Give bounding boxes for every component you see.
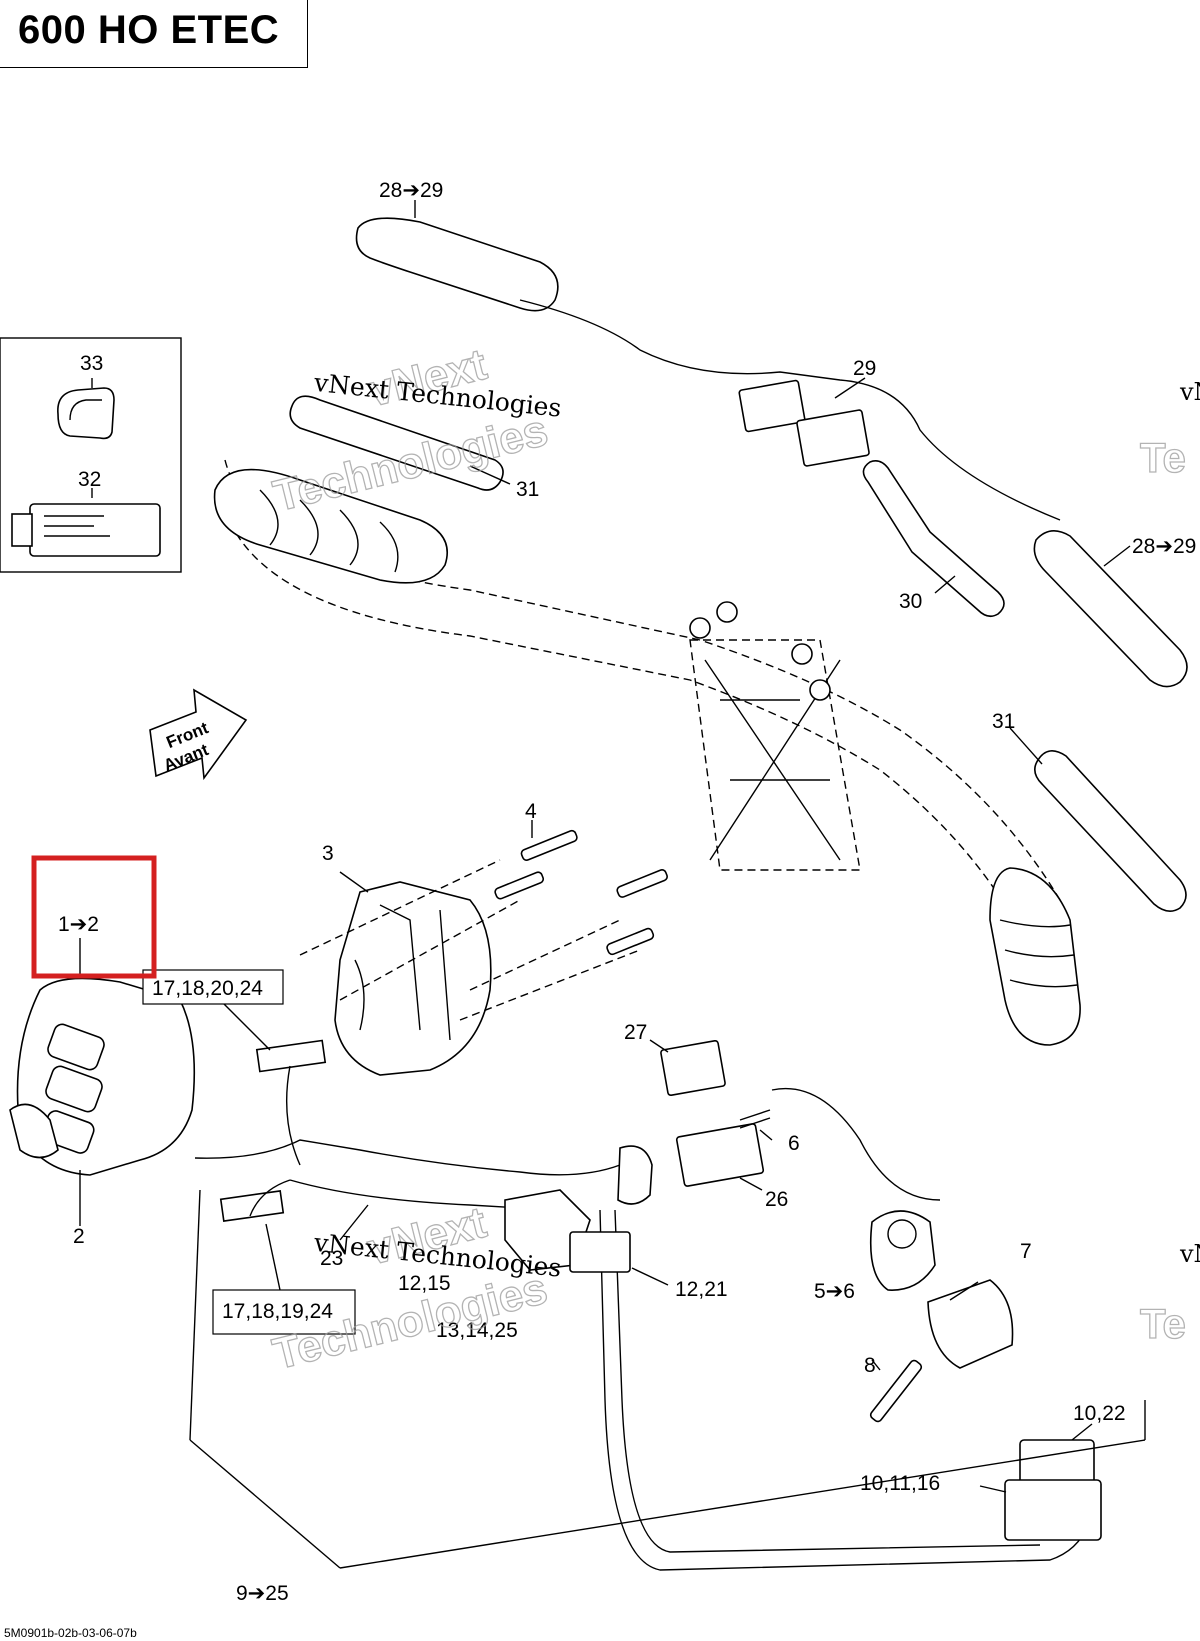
callout-1-2[interactable]: 1➔2	[58, 913, 99, 936]
callout-12-21[interactable]: 12,21	[675, 1278, 728, 1301]
callout-box-17-18-19-24	[212, 1289, 356, 1335]
clamp-bolt	[689, 617, 711, 639]
handlebar-outline	[224, 509, 1021, 931]
part-3-housing[interactable]	[334, 881, 492, 1076]
part-27-connector[interactable]	[660, 1039, 726, 1097]
part-10-box-lower[interactable]	[1004, 1479, 1102, 1541]
footer-code: 5M0901b-02b-03-06-07b	[4, 1626, 137, 1640]
clamp-bolt	[791, 643, 813, 665]
callout-13-14-25[interactable]: 13,14,25	[436, 1319, 518, 1342]
callout-8[interactable]: 8	[864, 1354, 876, 1377]
callout-12-15[interactable]: 12,15	[398, 1272, 451, 1295]
part-5-knob	[887, 1219, 917, 1249]
left-grip-pattern	[259, 489, 399, 573]
part-28-grip-heater-right[interactable]	[1033, 530, 1188, 688]
connector-wires	[249, 1065, 301, 1217]
leader-lines	[79, 200, 1146, 1569]
housing-detail	[354, 904, 451, 1041]
part-4-screw[interactable]	[606, 927, 655, 956]
connector-12-21[interactable]	[569, 1231, 631, 1273]
callout-3[interactable]: 3	[322, 842, 334, 865]
callout-17-18-20-24[interactable]: 17,18,20,24	[152, 977, 263, 1000]
inset-box	[0, 337, 182, 573]
part-5-switch[interactable]	[869, 1210, 936, 1291]
callout-28-29-right[interactable]: 28➔29	[1132, 535, 1196, 558]
part-29-connector-a[interactable]	[738, 379, 806, 433]
heater-wire	[519, 299, 1061, 521]
watermark-edge: vN Te vN Te	[1139, 378, 1200, 1348]
part-31-sleeve-right[interactable]	[1034, 750, 1187, 912]
callout-2[interactable]: 2	[73, 1225, 85, 1248]
callout-box-17-18-20-24	[142, 969, 284, 1005]
callout-32[interactable]: 32	[78, 468, 101, 491]
clamp-bolt	[716, 601, 738, 623]
part-33-detail	[69, 399, 102, 421]
front-arrow	[149, 688, 248, 781]
part-4-screw[interactable]	[520, 829, 578, 862]
part-26-connector[interactable]	[675, 1123, 765, 1187]
part-7-switch[interactable]	[927, 1279, 1014, 1369]
callout-17-18-19-24[interactable]: 17,18,19,24	[222, 1300, 333, 1323]
callout-31-right[interactable]: 31	[992, 710, 1015, 733]
callout-10-11-16[interactable]: 10,11,16	[860, 1472, 940, 1495]
left-grip[interactable]	[213, 468, 448, 584]
callout-33[interactable]: 33	[80, 352, 103, 375]
title-box: 600 HO ETEC	[0, 0, 308, 68]
clamp-bolt	[809, 679, 831, 701]
callout-27[interactable]: 27	[624, 1021, 647, 1044]
part-4-screw[interactable]	[494, 871, 545, 900]
callout-30[interactable]: 30	[899, 590, 922, 613]
svg-text:Te: Te	[1140, 1300, 1186, 1347]
callout-5-6[interactable]: 5➔6	[814, 1280, 855, 1303]
svg-text:Te: Te	[1140, 434, 1186, 481]
harness-main	[599, 1209, 1091, 1571]
throttle-lever	[9, 1103, 59, 1159]
diagram-title: 600 HO ETEC	[18, 8, 280, 52]
callout-28-29-top[interactable]: 28➔29	[379, 179, 443, 202]
part-6-pins	[739, 1109, 771, 1129]
part-4-screw[interactable]	[616, 869, 668, 899]
callout-29[interactable]: 29	[853, 357, 876, 380]
part-33-grip-end[interactable]	[57, 387, 115, 440]
part-32-tube[interactable]	[29, 503, 161, 557]
switch-button[interactable]	[44, 1064, 104, 1114]
callout-6[interactable]: 6	[788, 1132, 800, 1155]
harness-main	[614, 1209, 1041, 1553]
right-grip-pattern	[999, 919, 1078, 988]
part-28-grip-heater-left[interactable]	[355, 217, 559, 312]
svg-text:vN: vN	[1179, 1240, 1200, 1268]
callout-10-22[interactable]: 10,22	[1073, 1402, 1126, 1425]
callout-23[interactable]: 23	[320, 1247, 343, 1270]
svg-text:vN: vN	[1179, 378, 1200, 406]
screw-axis-lines	[299, 859, 641, 1021]
part-29-connector-b[interactable]	[796, 409, 870, 467]
connector-clip	[617, 1145, 653, 1205]
callout-7[interactable]: 7	[1020, 1240, 1032, 1263]
callout-4[interactable]: 4	[525, 800, 537, 823]
part-32-tube-cap	[11, 513, 33, 547]
harness-branch	[771, 1087, 941, 1201]
connector-17-18-20-24[interactable]	[255, 1039, 327, 1073]
callout-26[interactable]: 26	[765, 1188, 788, 1211]
callout-31-top[interactable]: 31	[516, 478, 539, 501]
switch-button[interactable]	[46, 1022, 106, 1072]
part-30-tube[interactable]	[862, 460, 1005, 618]
highlight-box-1-2	[31, 855, 157, 979]
callout-9-25[interactable]: 9➔25	[236, 1582, 289, 1605]
part-31-sleeve-top[interactable]	[289, 395, 504, 491]
harness-wire	[194, 1139, 621, 1209]
part-8-pin[interactable]	[869, 1359, 923, 1423]
connector-17-18-19-24[interactable]	[219, 1190, 285, 1222]
riser-braces	[704, 659, 841, 861]
